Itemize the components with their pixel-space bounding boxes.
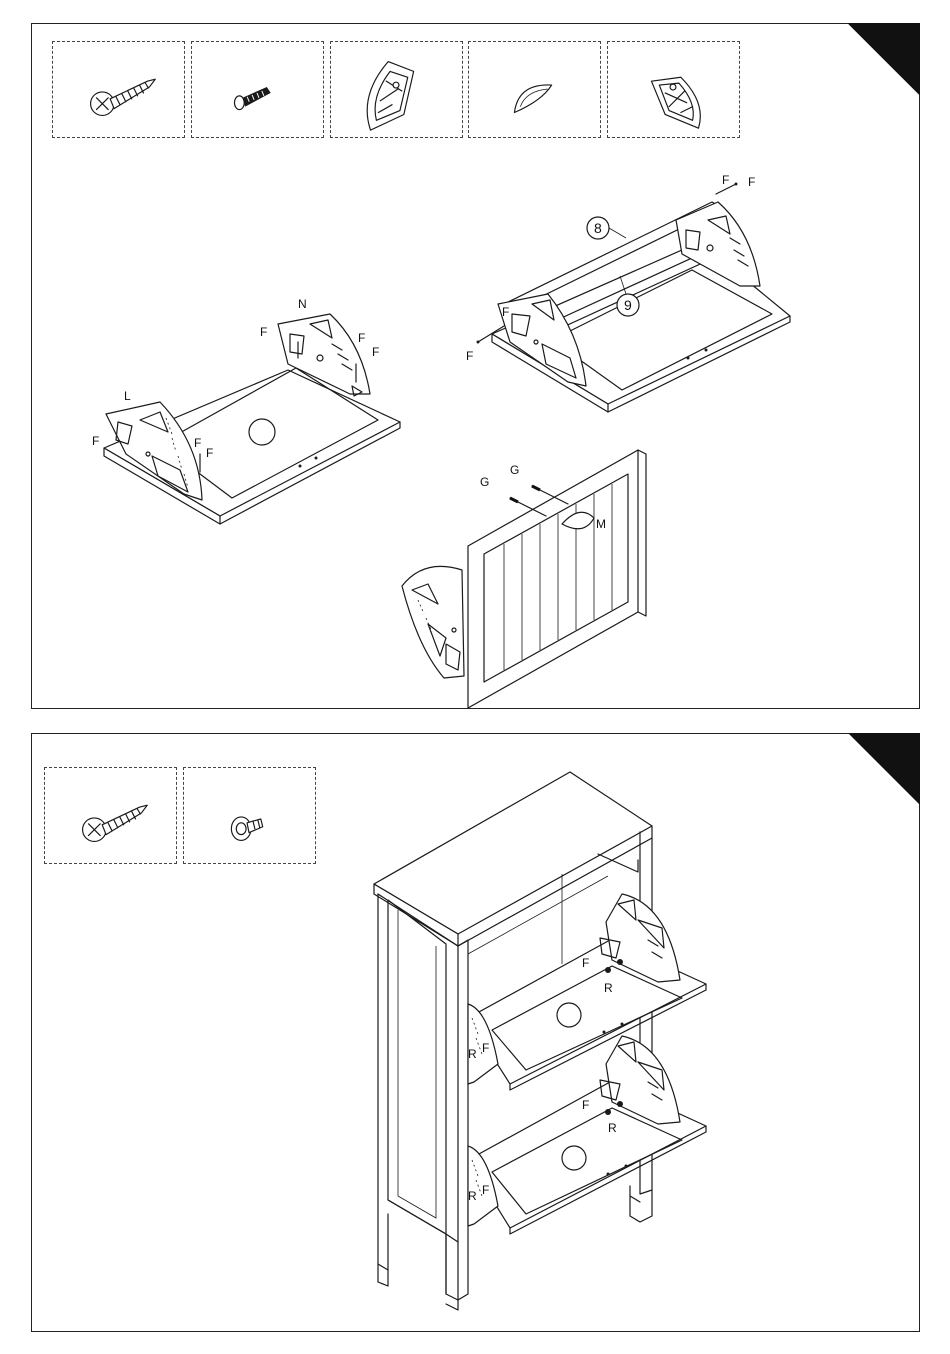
handle-position-lower [562, 1146, 586, 1170]
label-F: F [466, 349, 473, 363]
handle-position-circle [249, 419, 275, 445]
label-R: R [468, 1189, 477, 1203]
label-F: F [502, 305, 509, 319]
label-F: F [358, 331, 365, 345]
label-N: N [298, 297, 307, 311]
label-G: G [510, 463, 519, 477]
label-R: R [468, 1047, 477, 1061]
label-F: F [582, 1098, 589, 1112]
door-with-hinges-left: L N F F F F F F [92, 297, 400, 524]
label-M: M [596, 517, 606, 531]
part-number-9: 9 [624, 297, 632, 313]
label-F: F [482, 1183, 489, 1197]
door-with-rails: 8 9 F F F F [466, 173, 790, 412]
label-F: F [722, 173, 729, 187]
label-F: F [260, 325, 267, 339]
label-R: R [608, 1121, 617, 1135]
door-front-with-handle: G G M [402, 450, 646, 708]
label-F: F [748, 175, 755, 189]
part-number-8: 8 [594, 220, 602, 236]
step-1-panel: L N F F F F F F [31, 23, 920, 709]
label-G: G [480, 475, 489, 489]
label-L: L [124, 389, 131, 403]
label-F: F [206, 446, 213, 460]
handle-position-upper [557, 1003, 581, 1027]
label-R: R [604, 981, 613, 995]
cabinet: F R R F F R R F [374, 772, 706, 1310]
step-2-panel: F R R F F R R F [31, 733, 920, 1332]
step-2-cabinet-diagram: F R R F F R R F [32, 734, 919, 1331]
label-F: F [372, 345, 379, 359]
label-F: F [194, 436, 201, 450]
label-F: F [582, 956, 589, 970]
label-F: F [92, 434, 99, 448]
label-F: F [482, 1041, 489, 1055]
step-1-diagram: L N F F F F F F [32, 24, 919, 708]
